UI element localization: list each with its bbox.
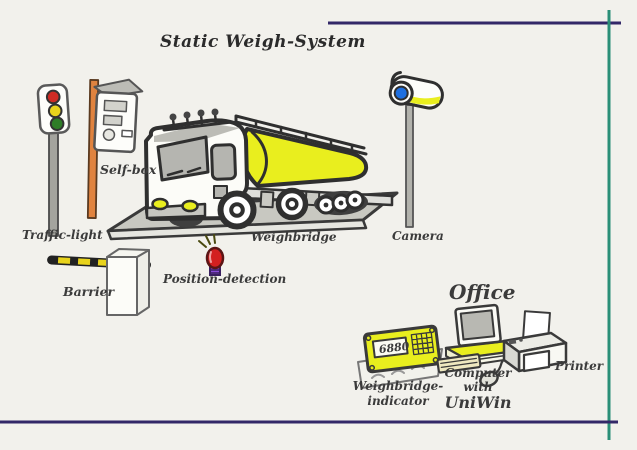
camera-icon: [388, 71, 444, 228]
indicator-icon: 6880: [357, 324, 443, 389]
printer-tray: [522, 349, 551, 373]
self-box-screen: [103, 99, 128, 113]
position-detection-label: Position-detection: [163, 272, 287, 286]
indicator-label: Weighbridge- indicator: [348, 379, 448, 409]
yellow-light: [47, 103, 63, 119]
mouse: [479, 370, 499, 388]
self-box-slot-top: [102, 114, 123, 127]
camera-lens: [393, 85, 409, 101]
traffic-light-head: [36, 83, 71, 135]
self-box-icon: [86, 78, 144, 219]
indicator-display: [371, 336, 409, 359]
camera-label: Camera: [392, 229, 444, 243]
traffic-light-icon: [36, 83, 71, 237]
position-detector-icon: [198, 234, 225, 276]
camera-pole: [405, 104, 414, 228]
indicator-keypad: [410, 331, 435, 356]
headlight-left: [151, 197, 169, 211]
traffic-light-label: Traffic-light: [22, 228, 103, 242]
self-box-button: [102, 128, 116, 141]
computer-icon: [436, 303, 541, 388]
computer-label: Computer with UniWin: [428, 366, 528, 412]
traffic-light-pole: [48, 127, 59, 237]
green-light: [49, 116, 65, 132]
indicator-display-value: 6880: [378, 340, 410, 357]
monitor-screen: [459, 309, 496, 341]
barrier-label: Barrier: [63, 284, 115, 299]
barrier-pillar: [106, 256, 138, 316]
office-heading: Office: [449, 280, 516, 304]
computer-label-line2: UniWin: [444, 392, 512, 412]
side-window: [210, 143, 237, 181]
barrier-icon: [47, 248, 151, 316]
page-title: Static Weigh-System: [160, 32, 366, 52]
computer-label-line1: Computer with: [444, 366, 512, 395]
printer-icon: [502, 310, 568, 373]
truck-icon: [144, 108, 394, 230]
weighbridge-label: Weighbridge: [251, 230, 337, 244]
red-light: [45, 89, 61, 105]
self-box-label: Self-box: [100, 162, 157, 177]
self-box-slot: [121, 129, 133, 138]
indicator-label-line2: indicator: [367, 394, 429, 408]
printer-label: Printer: [555, 359, 604, 373]
headlight-right: [181, 199, 199, 213]
indicator-label-line1: Weighbridge-: [352, 379, 444, 393]
